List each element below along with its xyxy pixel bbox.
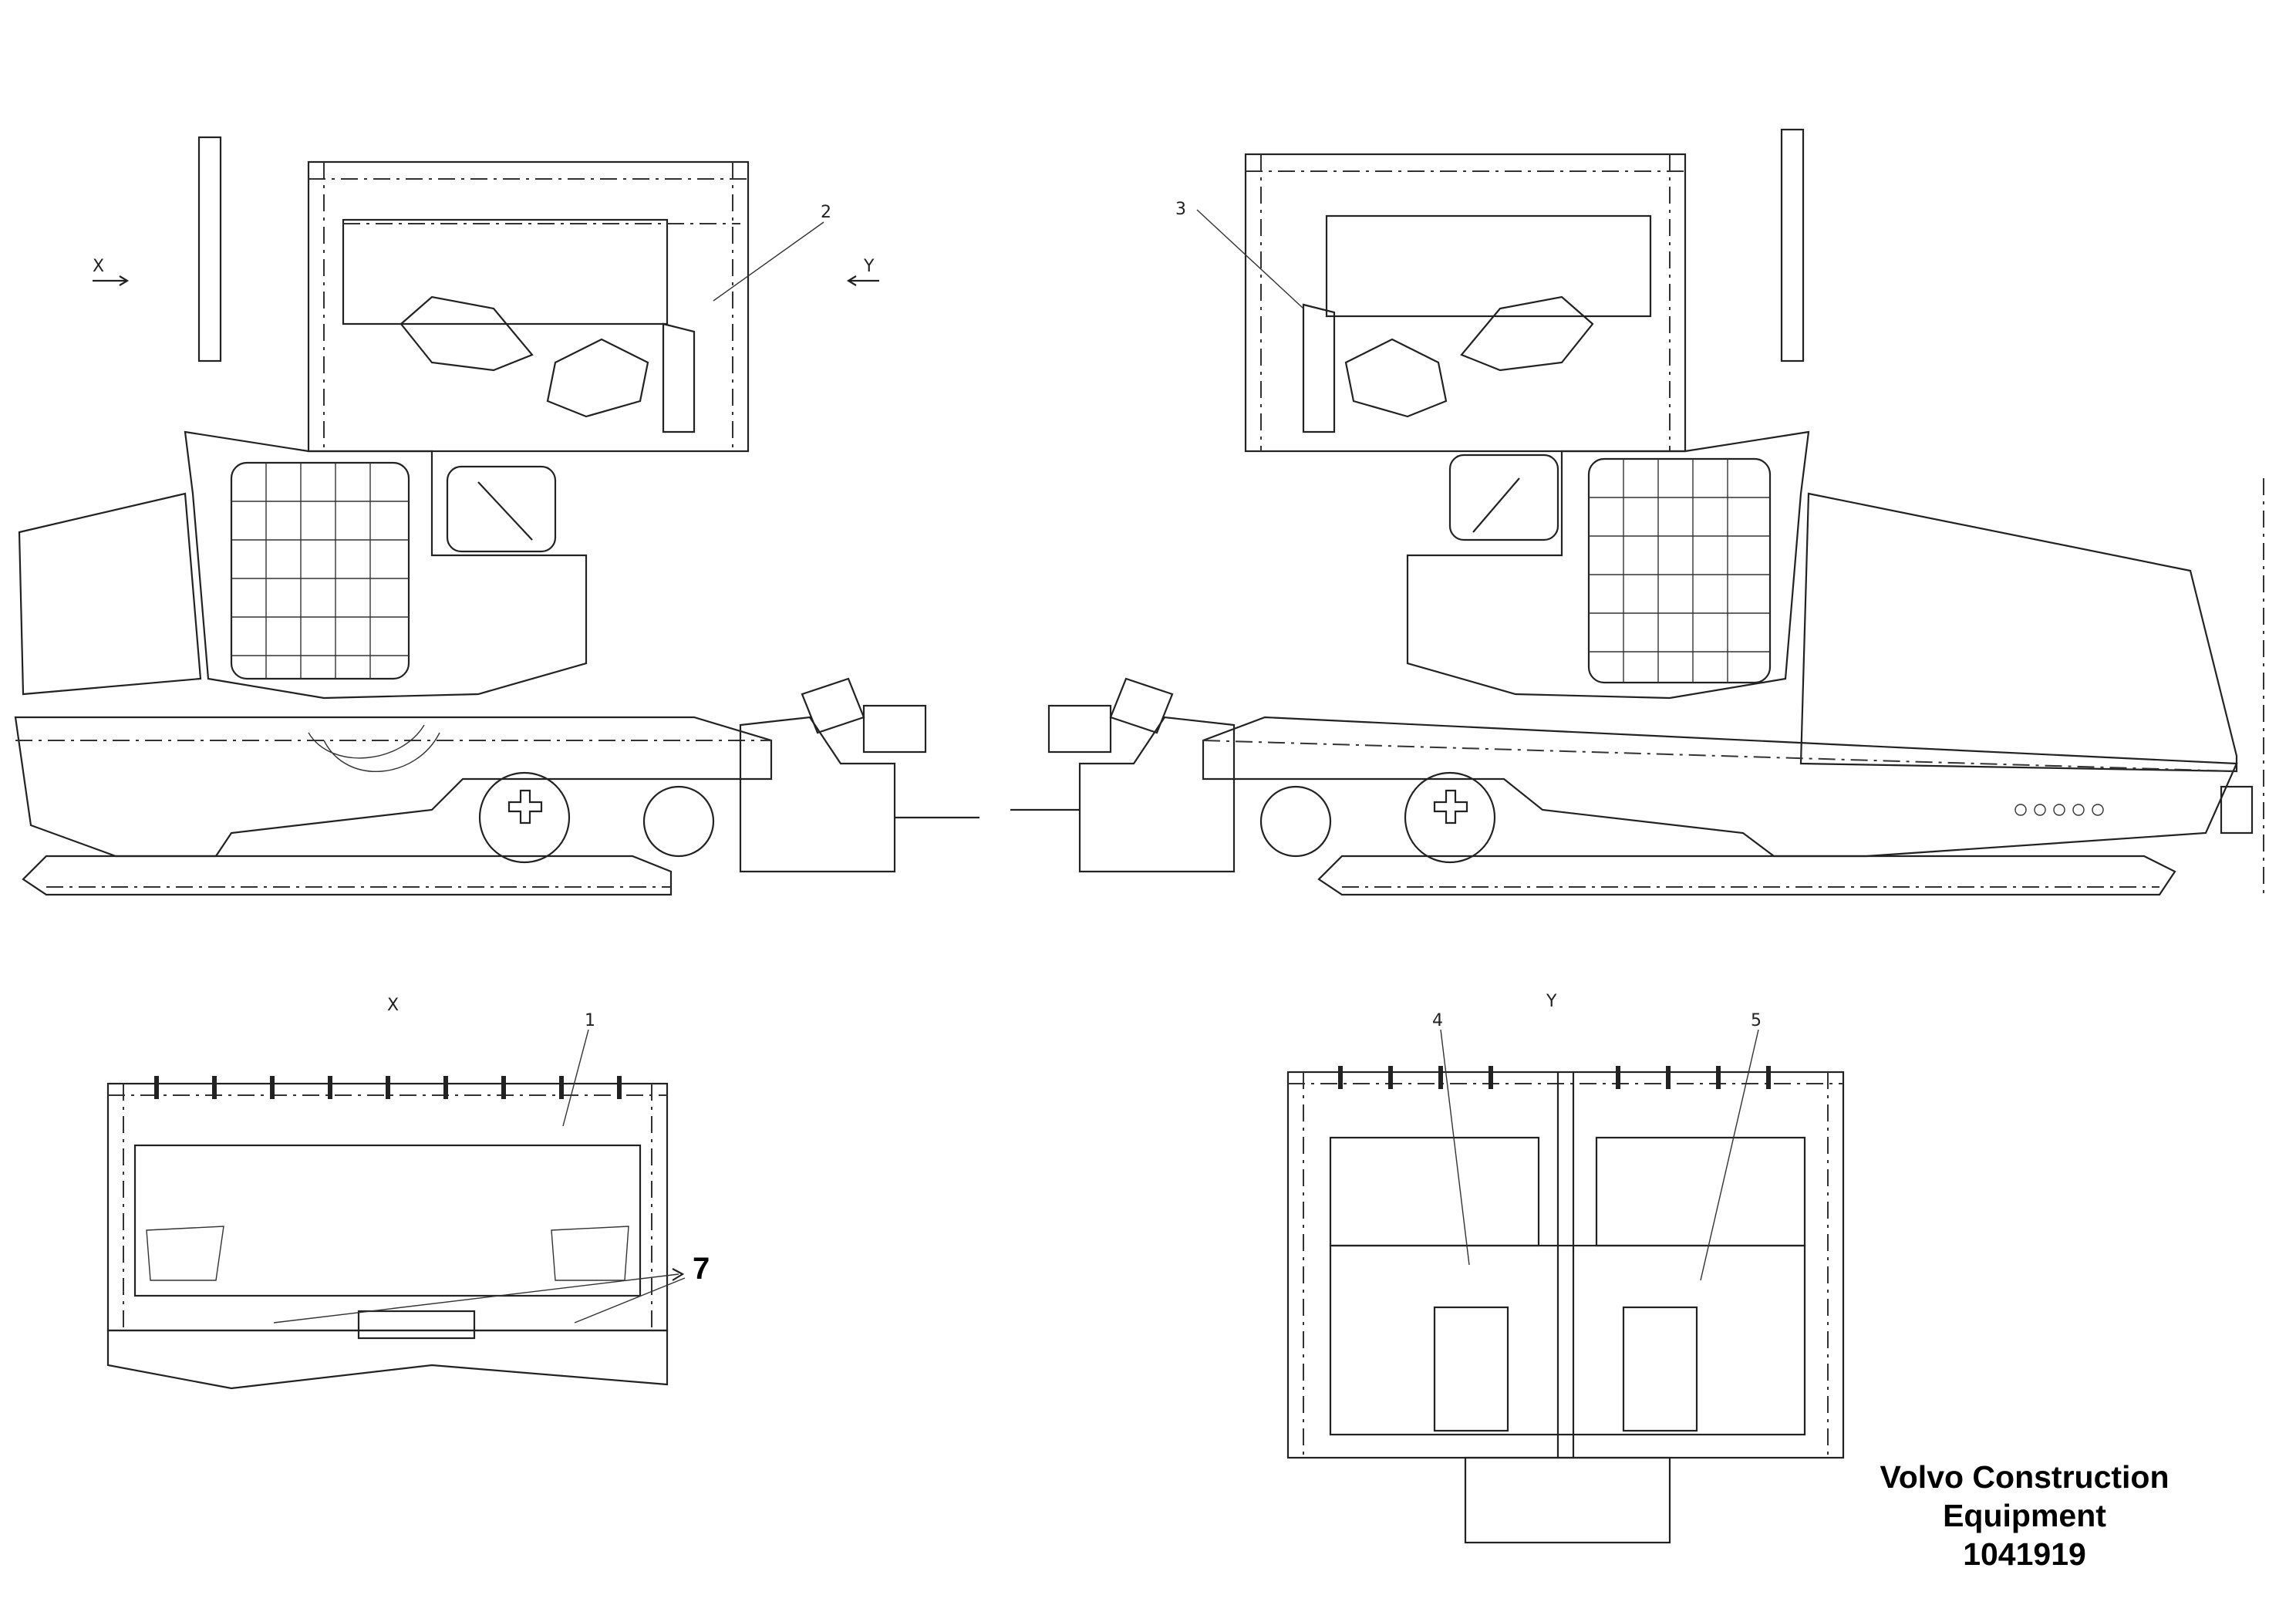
view-y-arrow-label: Y xyxy=(863,257,875,276)
view-y: Y 4 5 xyxy=(1286,992,1845,1544)
left-grille xyxy=(230,461,410,680)
callout-4: 4 xyxy=(1432,1011,1443,1030)
view-x-title: X xyxy=(387,996,399,1015)
title-block-part-number: 1041919 xyxy=(1963,1536,2086,1572)
callout-5: 5 xyxy=(1751,1011,1762,1030)
title-block-line2: Equipment xyxy=(1943,1498,2106,1533)
right-side-view: 3 xyxy=(1010,128,2264,896)
callout-2: 2 xyxy=(821,203,831,222)
title-block-line1: Volvo Construction xyxy=(1880,1459,2170,1495)
callout-1: 1 xyxy=(585,1011,595,1030)
callout-3: 3 xyxy=(1175,200,1186,219)
title-block: Volvo Construction Equipment 1041919 xyxy=(1836,1458,2213,1573)
left-side-view: X Y 2 xyxy=(14,136,979,896)
callout-7: 7 xyxy=(693,1252,710,1286)
view-y-title: Y xyxy=(1546,992,1557,1011)
view-x-arrow-label: X xyxy=(93,257,104,276)
right-grille xyxy=(1587,457,1772,684)
view-x: X 1 7 xyxy=(106,996,710,1390)
